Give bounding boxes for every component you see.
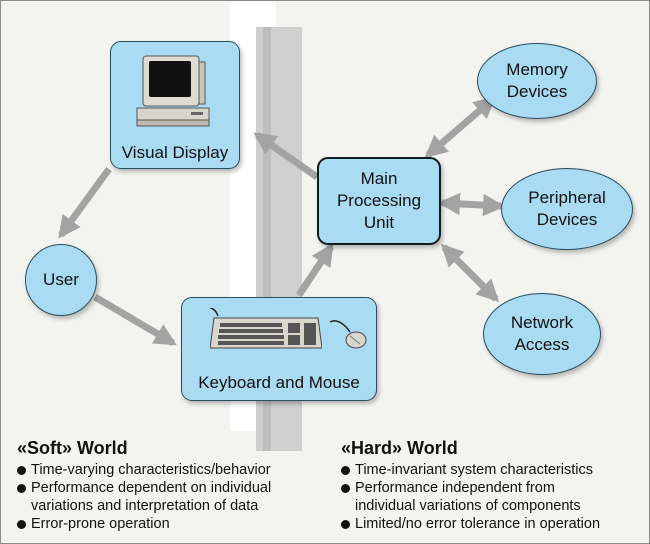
arrow-user-to-keyboard	[93, 293, 177, 347]
arrow-display-to-user	[58, 166, 112, 239]
arrow-mpu-peripheral	[437, 192, 506, 217]
network-access-node: Network Access	[483, 293, 601, 375]
peripheral-devices-label: Peripheral Devices	[528, 188, 606, 229]
bullet-icon	[17, 484, 26, 493]
soft-world-section: «Soft» World Time-varying characteristic…	[17, 437, 271, 533]
memory-devices-node: Memory Devices	[477, 43, 597, 119]
soft-world-item: Error-prone operation	[17, 515, 271, 533]
keyboard-icon	[210, 308, 322, 349]
hard-world-item: Limited/no error tolerance in operation	[341, 515, 600, 533]
soft-world-list: Time-varying characteristics/behavior Pe…	[17, 461, 271, 533]
soft-world-item: Time-varying characteristics/behavior	[17, 461, 271, 479]
bullet-icon	[341, 520, 350, 529]
bullet-icon	[17, 520, 26, 529]
hard-world-section: «Hard» World Time-invariant system chara…	[341, 437, 600, 533]
arrow-mpu-memory	[424, 96, 497, 158]
visual-display-box: Visual Display	[110, 41, 240, 169]
bullet-icon	[341, 484, 350, 493]
arrow-mpu-network	[440, 243, 500, 303]
arrow-mpu-to-display	[253, 132, 320, 180]
soft-world-item: Performance dependent on individual vari…	[17, 479, 271, 515]
hard-world-item: Time-invariant system characteristics	[341, 461, 600, 479]
user-label: User	[43, 270, 79, 289]
soft-world-title: «Soft» World	[17, 438, 128, 458]
mouse-icon	[329, 320, 367, 349]
keyboard-mouse-label: Keyboard and Mouse	[198, 373, 360, 392]
arrow-keyboard-to-mpu	[296, 243, 334, 297]
bullet-icon	[341, 466, 350, 475]
soft-hard-divider	[230, 1, 302, 451]
computer-monitor-icon	[136, 55, 210, 127]
hard-world-title: «Hard» World	[341, 438, 458, 458]
visual-display-label: Visual Display	[121, 143, 229, 162]
hard-world-list: Time-invariant system characteristics Pe…	[341, 461, 600, 533]
peripheral-devices-node: Peripheral Devices	[501, 168, 633, 250]
memory-devices-label: Memory Devices	[506, 60, 568, 101]
network-access-label: Network Access	[510, 313, 574, 354]
main-processing-unit-label: Main Processing Unit	[336, 169, 422, 232]
hard-world-item: Performance independent from individual …	[341, 479, 600, 515]
main-processing-unit-box: Main Processing Unit	[317, 157, 441, 245]
user-node: User	[25, 244, 97, 316]
keyboard-mouse-box: Keyboard and Mouse	[181, 297, 377, 401]
bullet-icon	[17, 466, 26, 475]
